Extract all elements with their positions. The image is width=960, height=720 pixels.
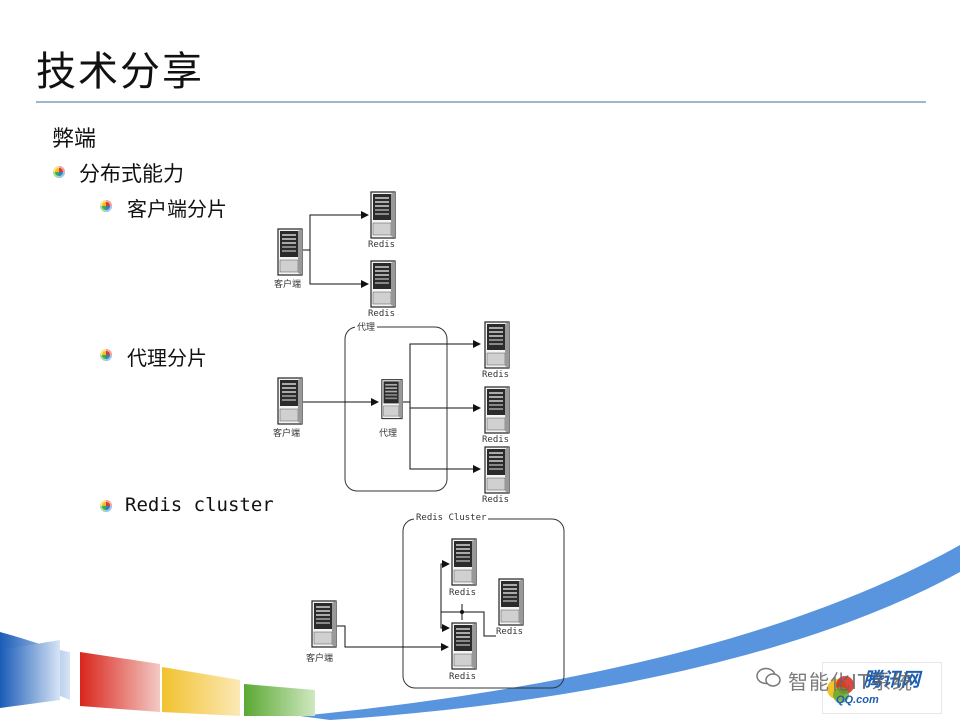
label-redis: Redis (368, 309, 396, 319)
redis-server-icon (451, 538, 477, 586)
label-client: 客户端 (306, 654, 334, 664)
label-redis: Redis (496, 627, 524, 637)
label-redis: Redis (482, 495, 510, 505)
label-redis: Redis (449, 588, 477, 598)
qq-logo-mark (827, 676, 854, 703)
qq-logo-text: 腾讯网 (863, 669, 921, 691)
redis-server-icon (484, 446, 510, 494)
label-redis: Redis (449, 672, 477, 682)
label-client: 客户端 (273, 429, 301, 439)
label-proxy-group: 代理 (355, 320, 378, 333)
proxy-server-icon (381, 379, 403, 420)
diagram-proxy-sharding (277, 321, 510, 494)
wechat-icon (756, 666, 782, 688)
client-server-icon (311, 600, 337, 648)
bullet-icon (100, 200, 112, 212)
label-client: 客户端 (274, 280, 302, 290)
title-divider (36, 101, 926, 103)
redis-server-icon (498, 578, 524, 626)
redis-server-icon (370, 191, 396, 239)
bullet-icon (100, 500, 112, 512)
watermark-text: 智能化IT系统 (788, 670, 914, 694)
client-server-icon (277, 377, 303, 425)
qq-url: QQ.com (836, 694, 879, 706)
sub-client-sharding: 客户端分片 (127, 197, 227, 221)
redis-server-icon (451, 622, 477, 670)
diagram-redis-cluster (311, 518, 565, 689)
bullet-icon (100, 349, 112, 361)
redis-server-icon (484, 386, 510, 434)
client-server-icon (277, 228, 303, 276)
sub-proxy-sharding: 代理分片 (127, 346, 207, 370)
label-redis: Redis (482, 370, 510, 380)
qq-logo: 腾讯网 (822, 662, 942, 714)
bullet-icon (53, 166, 65, 178)
slide-title: 技术分享 (36, 49, 204, 95)
heading-drawbacks: 弊端 (52, 127, 97, 152)
label-redis: Redis (368, 240, 396, 250)
bullet-distributed: 分布式能力 (79, 162, 184, 186)
label-proxy: 代理 (379, 429, 398, 439)
redis-server-icon (370, 260, 396, 308)
diagram-client-sharding (277, 191, 396, 308)
redis-server-icon (484, 321, 510, 369)
label-redis: Redis (482, 435, 510, 445)
sub-redis-cluster: Redis cluster (125, 494, 274, 516)
label-cluster-group: Redis Cluster (414, 513, 489, 523)
